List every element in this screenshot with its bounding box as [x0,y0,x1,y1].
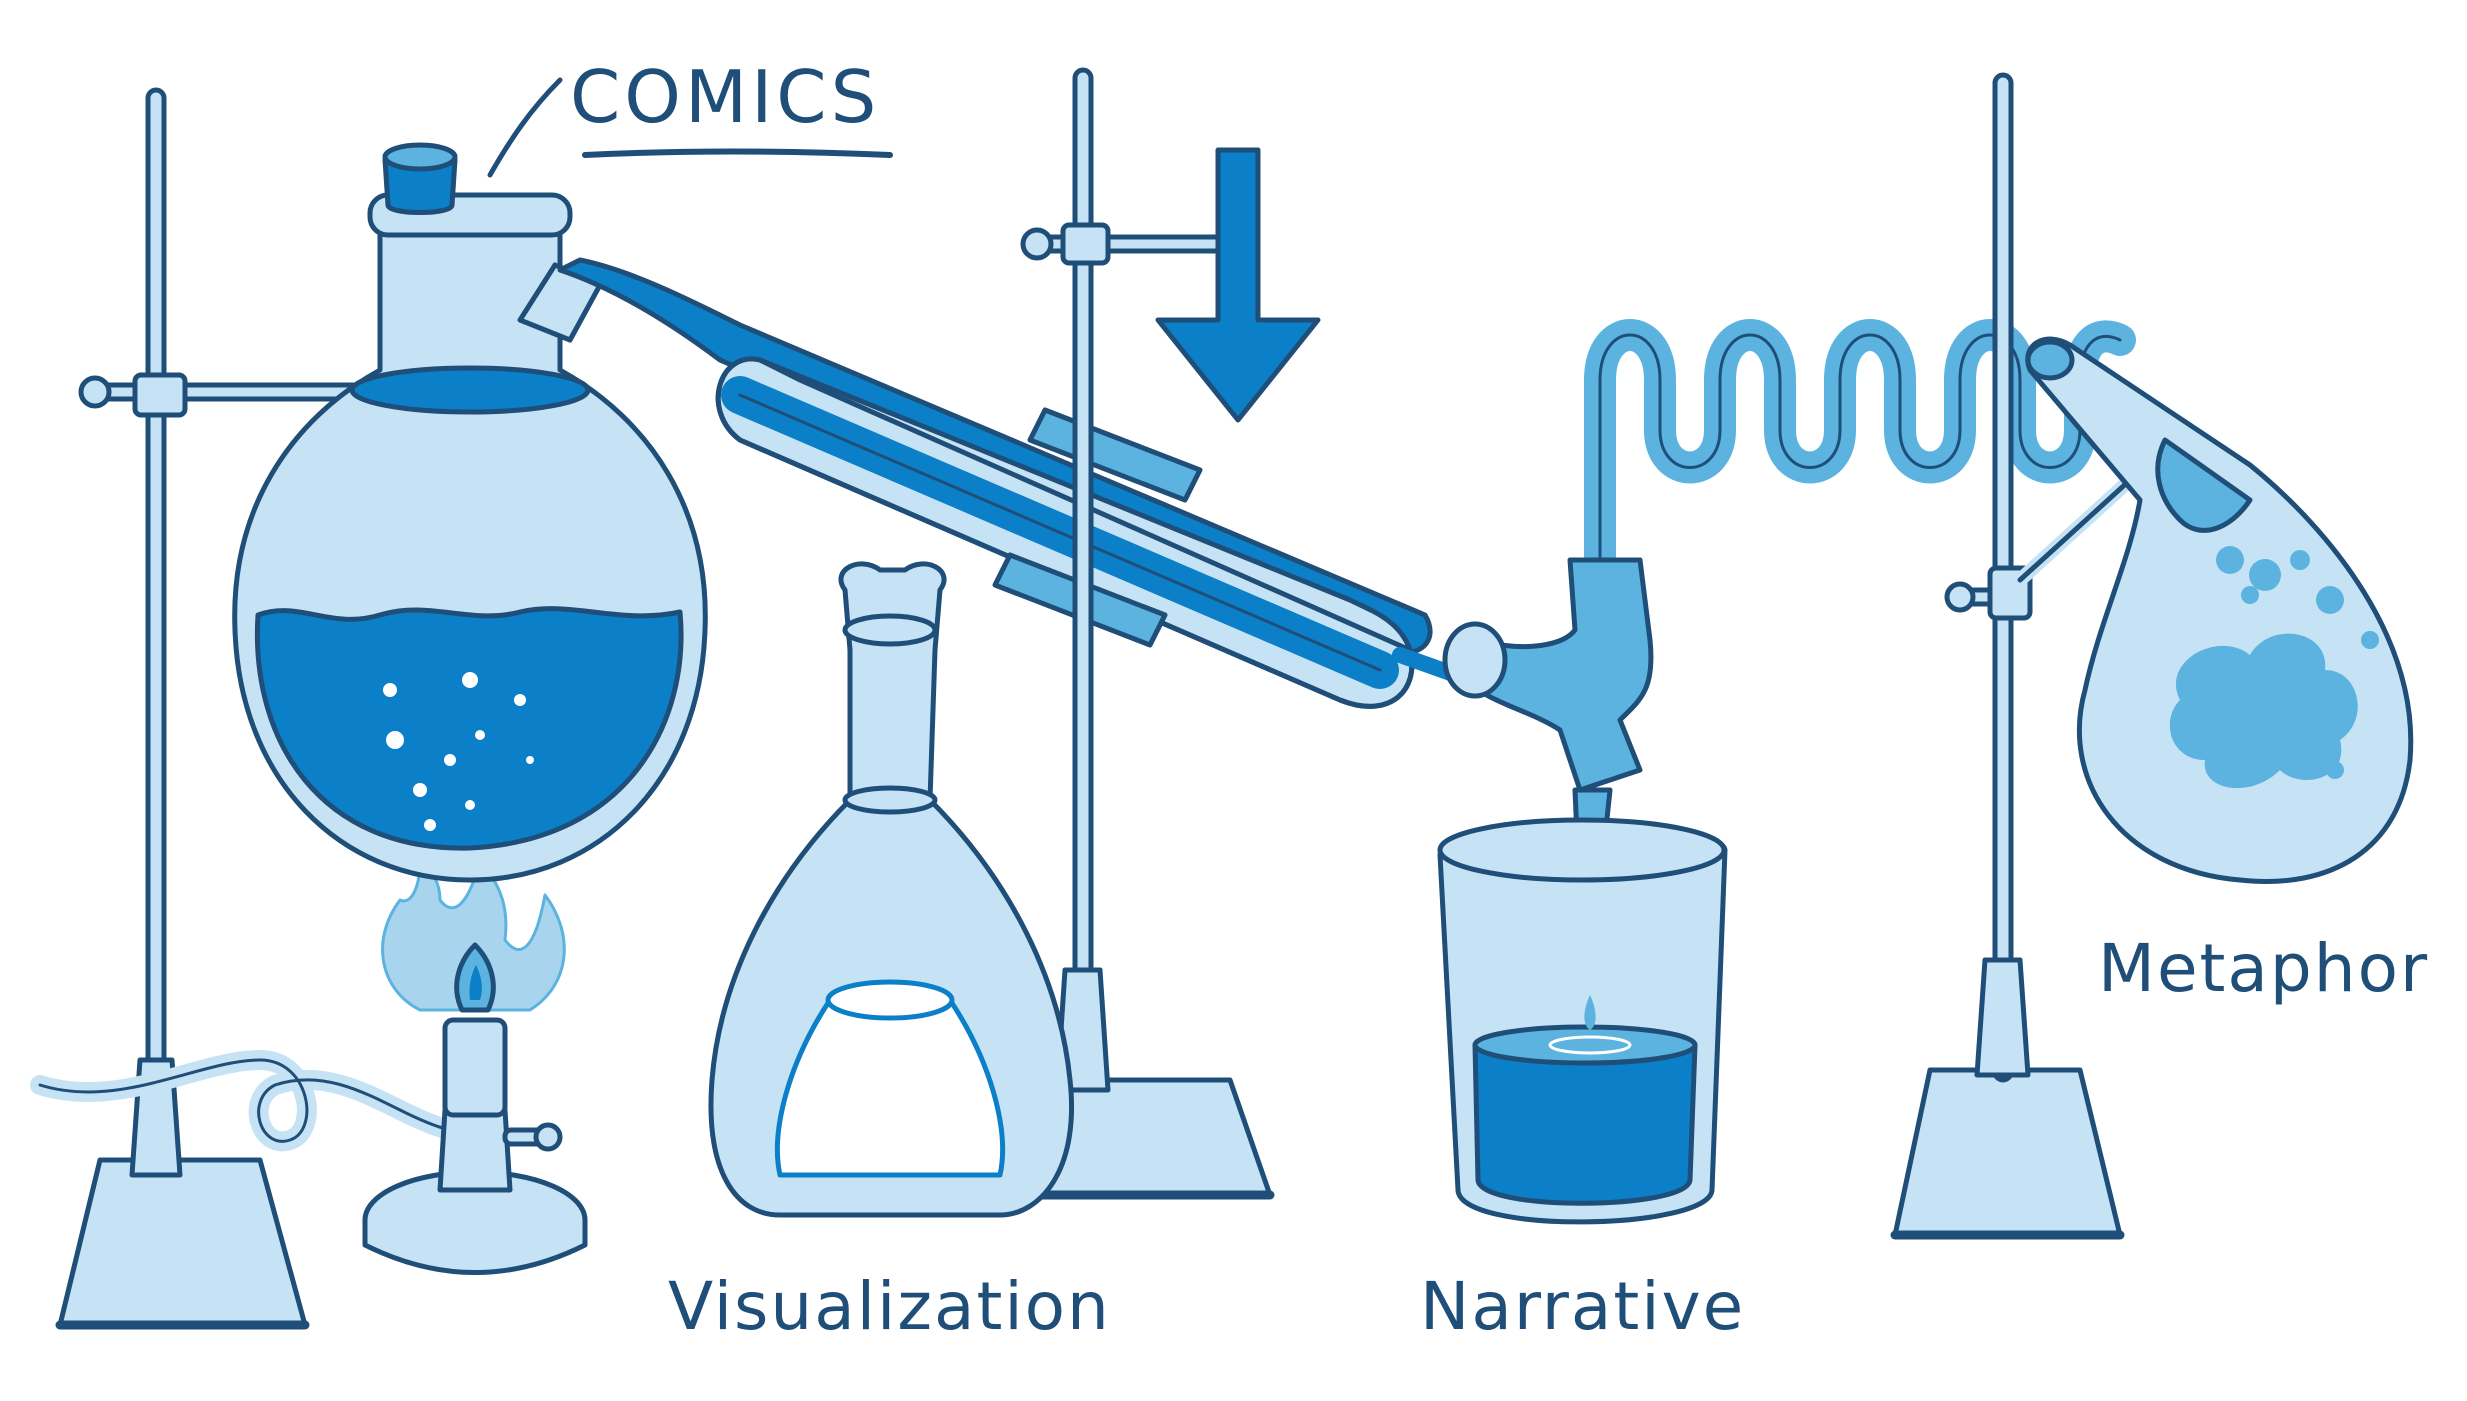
volumetric-flask-visualization [708,561,1074,1218]
label-narrative: Narrative [1420,1268,1746,1345]
flame-icon [381,858,566,1013]
bunsen-burner [362,1017,588,1275]
teardrop-flask-metaphor [2025,336,2414,884]
ring-stand-right [1890,72,2137,1240]
beaker-narrative [1437,817,1728,1225]
label-visualization: Visualization [668,1268,1111,1345]
ring-stand-middle [1015,67,1275,1200]
ring-stand-left [55,87,398,1330]
label-comics: COMICS [570,55,881,139]
comics-leader-line [487,77,563,178]
coil-tube [1584,319,2136,576]
down-arrow-icon [1155,147,1321,423]
comics-underline [582,148,893,158]
round-flask-comics [232,142,708,883]
condenser-tube [557,257,1478,709]
label-metaphor: Metaphor [2098,930,2430,1007]
